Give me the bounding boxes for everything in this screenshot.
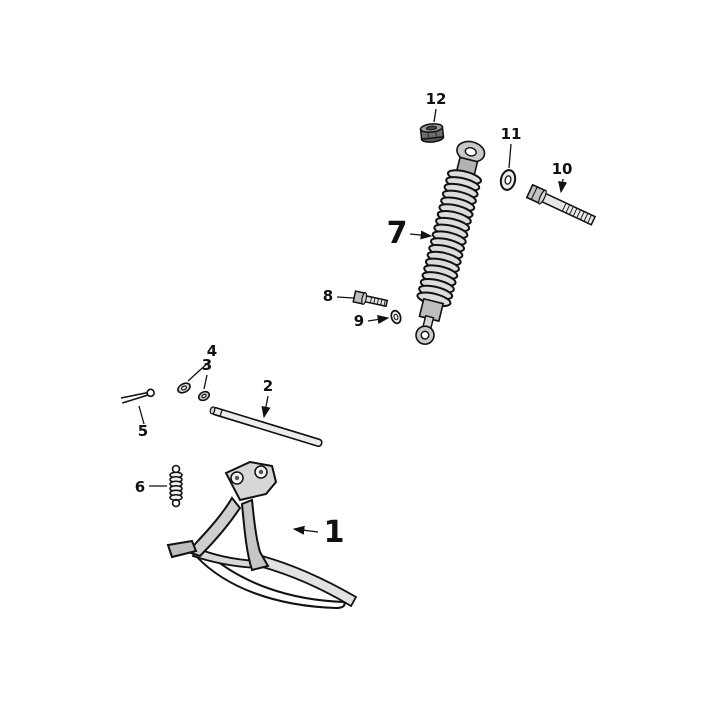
washer-part-4 — [177, 382, 191, 394]
bolt-part-10 — [525, 183, 597, 226]
bolt-part-8 — [352, 290, 389, 308]
callout-2: 2 — [263, 377, 273, 395]
callout-12: 12 — [426, 90, 447, 108]
nut-part-12 — [419, 123, 445, 143]
callout-3: 3 — [202, 356, 212, 374]
callout-6: 6 — [135, 478, 145, 496]
callout-11: 11 — [501, 125, 522, 143]
pivot-rod-part — [209, 406, 323, 448]
callout-7: 7 — [387, 216, 408, 251]
callout-4: 4 — [207, 342, 217, 360]
leader-lines — [138, 108, 568, 535]
callout-9: 9 — [354, 312, 364, 330]
nut-part-3 — [197, 390, 211, 402]
center-stand-part — [166, 460, 358, 610]
callout-8: 8 — [323, 287, 333, 305]
cotter-pin-part — [120, 388, 155, 404]
washer-part-11 — [499, 169, 517, 191]
washer-part-9 — [390, 309, 402, 325]
callout-1: 1 — [324, 515, 345, 550]
shock-absorber-part — [415, 140, 486, 345]
callout-5: 5 — [138, 422, 148, 440]
callout-10: 10 — [552, 160, 573, 178]
stand-spring-part — [169, 464, 183, 508]
